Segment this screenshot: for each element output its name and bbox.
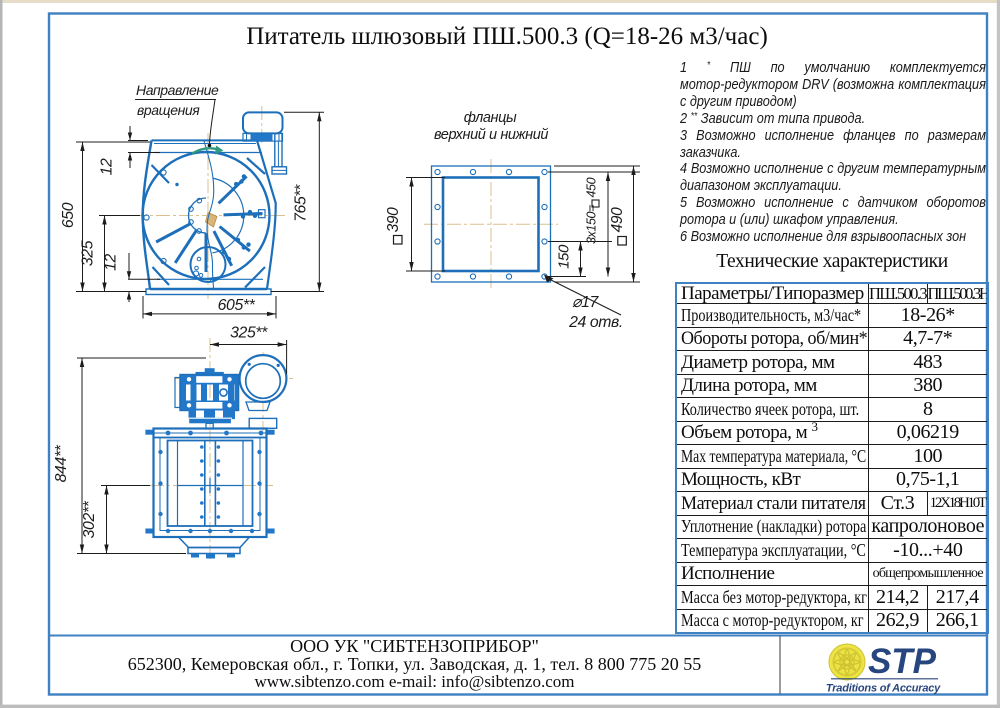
svg-text:3x150=: 3x150=: [585, 205, 599, 244]
svg-text:верхний и нижний: верхний и нижний: [434, 127, 548, 143]
svg-text:⌀17: ⌀17: [572, 294, 599, 311]
svg-text:302**: 302**: [81, 500, 98, 538]
svg-text:450: 450: [585, 177, 599, 197]
svg-text:вращения: вращения: [137, 102, 200, 118]
svg-text:12: 12: [103, 254, 120, 271]
svg-text:24 отв.: 24 отв.: [568, 314, 623, 331]
svg-text:650: 650: [60, 202, 77, 228]
svg-text:390: 390: [385, 207, 402, 232]
svg-text:490: 490: [609, 207, 626, 232]
svg-text:605**: 605**: [218, 297, 256, 314]
svg-text:Traditions of Accuracy: Traditions of Accuracy: [826, 683, 941, 695]
svg-text:фланцы: фланцы: [464, 110, 517, 126]
svg-text:Направление: Направление: [136, 82, 219, 98]
svg-text:150: 150: [556, 244, 573, 269]
svg-text:325: 325: [80, 240, 97, 266]
svg-text:STP: STP: [868, 642, 937, 681]
svg-text:12: 12: [99, 158, 116, 175]
svg-text:325**: 325**: [230, 325, 268, 342]
svg-text:765**: 765**: [293, 184, 310, 222]
svg-text:844**: 844**: [53, 444, 70, 482]
